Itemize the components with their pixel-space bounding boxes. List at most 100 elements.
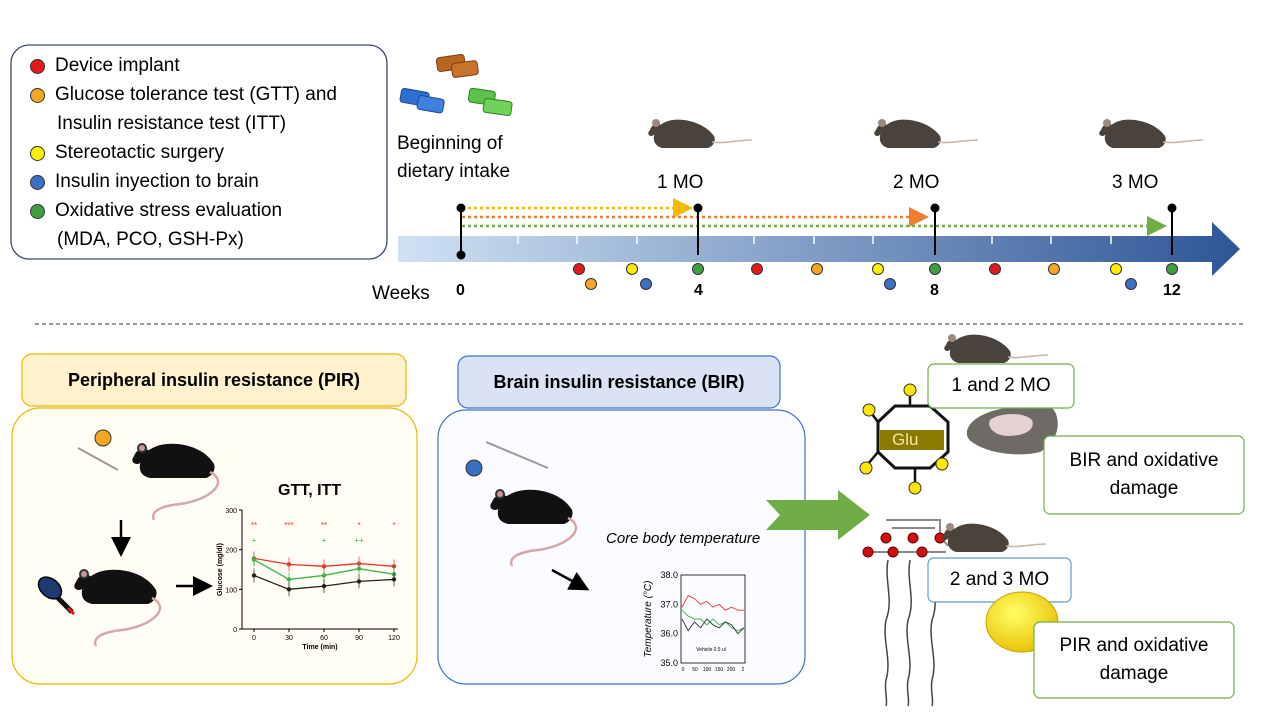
y-tick-label: 38.0 — [660, 570, 678, 580]
outcome-1-2-mo: 1 and 2 MO — [951, 374, 1051, 396]
x-tick-label: 0 — [252, 635, 256, 642]
data-point — [356, 579, 362, 584]
green-dot-icon — [30, 203, 45, 219]
legend-item-stereotactic: Stereotactic surgery — [30, 142, 224, 164]
data-point — [391, 577, 397, 582]
mouse-1mo-icon — [647, 118, 753, 149]
significance-marker: ** — [251, 521, 257, 530]
core-temp-caption: Core body temperature — [606, 530, 761, 547]
outcome-pir-line1: PIR and oxidative — [1059, 634, 1209, 656]
legend-item-insulin: Insulin inyection to brain — [30, 171, 259, 193]
pir-title-box — [21, 353, 407, 407]
x-tick-label: 100 — [703, 667, 712, 673]
outcome-bir-line2: damage — [1109, 478, 1179, 499]
x-tick-label: 50 — [692, 667, 698, 673]
data-point — [286, 587, 292, 592]
diet-start-label: Beginning of dietary intake — [397, 130, 510, 186]
timeline-event-dots — [573, 263, 1178, 290]
temperature-series-2 — [681, 618, 745, 635]
diet-line-1: Beginning of — [397, 133, 503, 154]
month-label-1: 1 MO — [657, 172, 704, 193]
x-tick-label: 0 — [682, 667, 685, 673]
legend: Device implant Glucose tolerance test (G… — [11, 45, 387, 259]
outcome-bir: BIR and oxidative damage — [1044, 436, 1244, 514]
data-point — [251, 573, 257, 578]
x-tick-label: 120 — [388, 635, 400, 642]
significance-marker: *** — [284, 521, 293, 530]
blue-dot-icon — [30, 174, 45, 190]
timeline-arrow — [398, 222, 1240, 276]
temperature-series-0 — [681, 594, 744, 611]
legend-label-cont: Insulin resistance test (ITT) — [57, 113, 287, 134]
outcome-pir-line2: damage — [1099, 663, 1169, 684]
bir-title-box — [457, 355, 781, 409]
outcome-pir-box — [1033, 621, 1235, 699]
y-axis-label: Glucose (mg/dl) — [217, 543, 224, 596]
stereotactic-syringe-icon — [485, 441, 549, 469]
y-tick-label: 37.0 — [660, 599, 678, 609]
data-point — [321, 573, 327, 578]
x-tick-label: 30 — [285, 635, 293, 642]
x-tick-label: 2 — [742, 667, 745, 673]
lipid-chains-icon — [862, 519, 949, 707]
y-tick-label: 35.0 — [660, 658, 678, 668]
week-tick-8: 8 — [930, 282, 939, 299]
inner-label: Vehicle 0.5 ul — [696, 647, 726, 653]
month-label-2: 2 MO — [893, 172, 940, 193]
bir-title: Brain insulin resistance (BIR) — [493, 371, 745, 392]
pir-panel — [11, 407, 418, 685]
brain-icon — [966, 403, 1058, 455]
glucose-molecule-icon — [859, 383, 950, 495]
x-axis-label: Time (min) — [302, 644, 337, 651]
outcome-pir: PIR and oxidative damage — [1034, 622, 1234, 698]
red-dot-icon — [30, 58, 45, 74]
outcome-2-3-mo: 2 and 3 MO — [949, 568, 1050, 590]
week-tick-12: 12 — [1163, 282, 1181, 299]
data-point — [356, 566, 362, 571]
legend-label-cont: (MDA, PCO, GSH-Px) — [57, 229, 244, 250]
gtt-chart-title: GTT, ITT — [278, 482, 342, 499]
significance-marker: * — [392, 521, 395, 530]
significance-marker-green: + — [252, 536, 257, 545]
legend-item-device-implant: Device implant — [30, 55, 180, 77]
mouse-outcome-top-icon — [943, 333, 1049, 364]
data-point — [321, 583, 327, 589]
week-tick-4: 4 — [694, 282, 703, 299]
bir-panel — [437, 409, 806, 685]
legend-label: Stereotactic surgery — [55, 142, 224, 163]
milestones — [456, 203, 1177, 260]
glucometer-icon — [37, 576, 76, 616]
significance-marker: ** — [321, 521, 327, 530]
significance-marker: * — [357, 521, 360, 530]
legend-label: Oxidative stress evaluation — [55, 200, 283, 221]
x-tick-label: 90 — [355, 635, 363, 642]
month-label-3: 3 MO — [1112, 172, 1159, 193]
weeks-label: Weeks — [372, 283, 430, 304]
mouse-2mo-icon — [873, 118, 979, 149]
y-tick-label: 0 — [233, 627, 237, 634]
outcome-1-2-mo-box — [927, 363, 1075, 409]
data-point — [286, 577, 292, 582]
data-point — [321, 564, 327, 569]
diet-pellets-icon — [399, 53, 513, 117]
y-tick-label: 100 — [225, 587, 237, 594]
x-tick-label: 60 — [320, 635, 328, 642]
brain-injection-dot-icon — [465, 459, 483, 477]
pir-title: Peripheral insulin resistance (PIR) — [67, 369, 361, 390]
legend-label: Insulin inyection to brain — [55, 171, 259, 192]
legend-label: Device implant — [55, 55, 180, 76]
y-tick-label: 300 — [225, 508, 237, 515]
x-tick-label: 200 — [727, 667, 736, 673]
diet-line-2: dietary intake — [397, 161, 511, 182]
legend-box — [10, 44, 388, 260]
y-axis-label: Temperature (°C) — [643, 581, 654, 658]
mouse-3mo-icon — [1098, 118, 1204, 149]
significance-marker-green: + — [322, 536, 327, 545]
data-point — [391, 564, 397, 569]
legend-item-gtt: Glucose tolerance test (GTT) and — [30, 84, 337, 106]
orange-dot-icon — [30, 87, 45, 103]
week-ticks — [517, 236, 1112, 244]
